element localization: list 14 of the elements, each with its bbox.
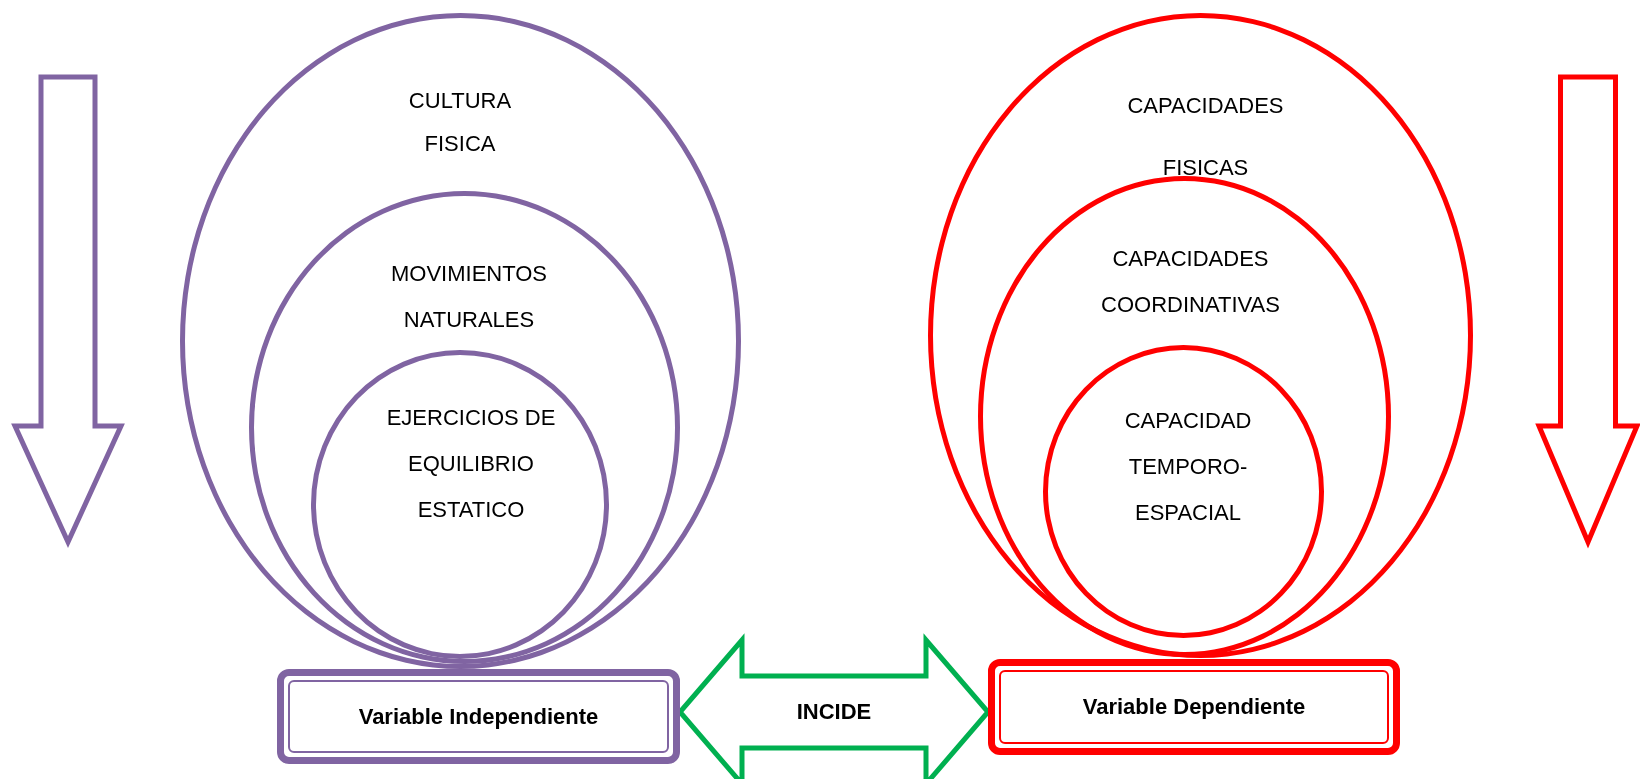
concept-ellipse bbox=[1043, 345, 1324, 638]
ellipse-label: CULTURA FISICA bbox=[407, 87, 513, 158]
variable-box bbox=[277, 669, 680, 764]
box-label: Variable Dependiente bbox=[1082, 694, 1306, 720]
ellipse-label: CAPACIDADES FISICAS bbox=[1126, 92, 1285, 182]
concept-ellipse bbox=[311, 350, 609, 659]
ellipse-label: MOVIMIENTOS NATURALES bbox=[389, 260, 549, 335]
variable-box bbox=[988, 659, 1400, 755]
ellipse-label: EJERCICIOS DE EQUILIBRIO ESTATICO bbox=[385, 404, 557, 525]
ellipse-label: CAPACIDAD TEMPORO-ESPACIAL bbox=[1123, 407, 1253, 528]
box-label: Variable Independiente bbox=[358, 703, 599, 730]
ellipse-label: CAPACIDADES COORDINATIVAS bbox=[1100, 245, 1281, 320]
concept-ellipse bbox=[928, 13, 1473, 658]
concept-ellipse bbox=[249, 191, 680, 664]
